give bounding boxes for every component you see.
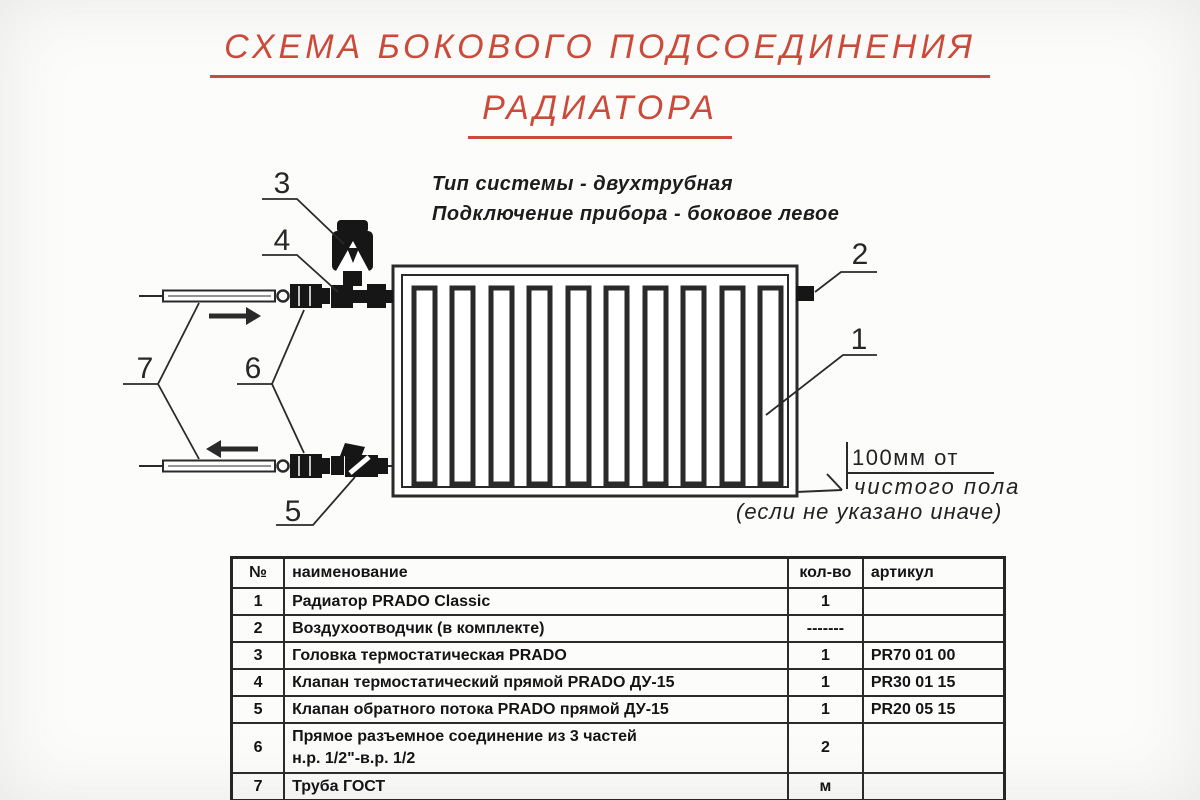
radiator-drawing: [391, 264, 799, 498]
cell-num: 3: [230, 641, 286, 670]
cell-art: [861, 614, 1006, 643]
callout-2-air-vent: 2: [851, 238, 869, 271]
table-row: 7 Труба ГОСТ м: [230, 772, 1006, 800]
cell-qty: 1: [786, 641, 864, 670]
system-type-text: Тип системы - двухтрубная: [432, 173, 734, 195]
table-row: 6 Прямое разъемное соединение из 3 часте…: [230, 722, 1006, 774]
cell-name: Труба ГОСТ: [283, 772, 789, 800]
cell-qty: -------: [786, 614, 864, 643]
callout-4-thermo-valve: 4: [273, 224, 291, 257]
callout-7-pipe: 7: [136, 352, 154, 385]
callout-5-check-valve: 5: [284, 495, 302, 528]
flow-arrow-left-icon: [206, 440, 258, 458]
cell-num: 7: [230, 772, 286, 800]
thermostatic-head-icon: [332, 220, 373, 271]
floor-dimension-lines: [795, 442, 994, 493]
system-info: Тип системы - двухтрубная Подключение пр…: [432, 169, 839, 229]
cell-qty: 1: [786, 587, 864, 616]
cell-name: Головка термостатическая PRADO: [283, 641, 789, 670]
cell-art: PR70 01 00: [861, 641, 1006, 670]
header-qty: кол-во: [786, 556, 864, 589]
check-valve-icon: [331, 443, 388, 477]
cell-art: PR30 01 15: [861, 668, 1006, 697]
title-line-1: СХЕМА БОКОВОГО ПОДСОЕДИНЕНИЯ: [210, 28, 990, 78]
cell-art: PR20 05 15: [861, 695, 1006, 724]
thermostatic-valve-icon: [331, 271, 393, 308]
table-row: 3 Головка термостатическая PRADO 1 PR70 …: [230, 641, 1006, 670]
table-header-row: № наименование кол-во артикул: [230, 556, 1006, 589]
union-fitting-bottom-icon: [290, 454, 330, 478]
union-fitting-top-icon: [290, 284, 330, 308]
cell-name: Клапан термостатический прямой PRADO ДУ-…: [283, 668, 789, 697]
table-row: 2 Воздухоотводчик (в комплекте) -------: [230, 614, 1006, 643]
parts-table: № наименование кол-во артикул 1 Радиатор…: [230, 556, 1006, 800]
table-row: 5 Клапан обратного потока PRADO прямой Д…: [230, 695, 1006, 724]
cell-name: Прямое разъемное соединение из 3 частей …: [283, 722, 789, 774]
cell-num: 6: [230, 722, 286, 774]
cell-name: Клапан обратного потока PRADO прямой ДУ-…: [283, 695, 789, 724]
callout-6-union-fitting: 6: [244, 352, 262, 385]
cell-num: 5: [230, 695, 286, 724]
pipe-bottom: [139, 459, 394, 473]
cell-qty: 1: [786, 668, 864, 697]
cell-qty: 2: [786, 722, 864, 774]
cell-num: 4: [230, 668, 286, 697]
cell-name: Воздухоотводчик (в комплекте): [283, 614, 789, 643]
header-num: №: [230, 556, 286, 589]
header-art: артикул: [861, 556, 1006, 589]
cell-num: 2: [230, 614, 286, 643]
table-row: 1 Радиатор PRADO Classic 1: [230, 587, 1006, 616]
flow-arrow-right-icon: [209, 307, 261, 325]
cell-qty: 1: [786, 695, 864, 724]
floor-note-distance: 100мм от: [852, 445, 959, 470]
cell-num: 1: [230, 587, 286, 616]
pipe-top: [139, 289, 290, 303]
title-line-2: РАДИАТОРА: [468, 89, 732, 139]
callout-1-radiator: 1: [850, 323, 868, 356]
header-name: наименование: [283, 556, 789, 589]
cell-art: [861, 722, 1006, 774]
floor-note-clean-floor: чистого пола: [854, 474, 1021, 499]
floor-note-unless-specified: (если не указано иначе): [736, 499, 1003, 524]
cell-art: [861, 587, 1006, 616]
cell-art: [861, 772, 1006, 800]
connection-type-text: Подключение прибора - боковое левое: [432, 203, 840, 225]
air-vent-icon: [796, 286, 814, 301]
cell-qty: м: [786, 772, 864, 800]
callout-3-thermo-head: 3: [273, 167, 291, 200]
radiator-fins: [411, 285, 784, 487]
table-row: 4 Клапан термостатический прямой PRADO Д…: [230, 668, 1006, 697]
cell-name: Радиатор PRADO Classic: [283, 587, 789, 616]
page-title: СХЕМА БОКОВОГО ПОДСОЕДИНЕНИЯ РАДИАТОРА: [0, 28, 1200, 139]
callout-leader-lines: [123, 198, 877, 526]
